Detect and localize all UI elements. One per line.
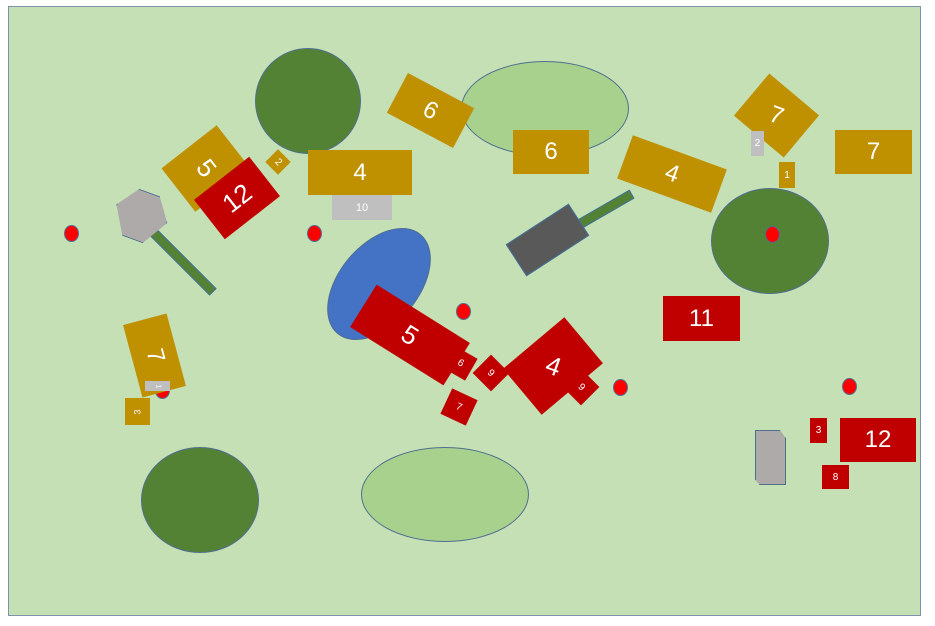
unit-label: 7 — [765, 100, 788, 130]
unit-label: 2 — [272, 156, 284, 168]
gold-unit[interactable]: 7 — [835, 130, 912, 174]
unit-label: 6 — [418, 94, 443, 126]
marker-dot — [64, 225, 79, 242]
neutral-unit[interactable]: 2 — [751, 131, 764, 156]
marker-dot — [456, 303, 471, 320]
unit-label: 8 — [832, 471, 839, 483]
unit-label: 9 — [575, 381, 587, 393]
unit-label: 12 — [864, 426, 892, 453]
tree-circle — [255, 48, 361, 154]
unit-label: 10 — [355, 201, 369, 214]
unit-label: 5 — [396, 318, 425, 352]
unit-label: 9 — [485, 367, 497, 379]
unit-label: 7 — [866, 138, 881, 165]
unit-label: 1 — [154, 384, 161, 388]
red-unit[interactable]: 8 — [822, 465, 849, 489]
unit-label: 7 — [454, 400, 464, 414]
unit-label: 4 — [541, 348, 566, 383]
unit-label: 6 — [544, 138, 558, 165]
grey-block-prop — [755, 430, 786, 485]
unit-label: 7 — [140, 345, 170, 366]
unit-label: 5 — [190, 153, 223, 184]
neutral-unit[interactable]: 1 — [145, 381, 170, 391]
unit-label: 1 — [784, 169, 790, 181]
unit-label: 11 — [689, 304, 714, 332]
unit-label: 3 — [815, 425, 822, 436]
red-unit[interactable]: 12 — [840, 418, 916, 462]
unit-label: 3 — [132, 408, 143, 415]
unit-label: 4 — [353, 158, 367, 186]
unit-label: 4 — [661, 158, 684, 189]
gold-unit[interactable]: 4 — [308, 150, 412, 195]
gold-unit[interactable]: 1 — [779, 162, 795, 188]
unit-label: 12 — [216, 176, 258, 219]
marker-dot — [765, 226, 780, 243]
unit-label: 2 — [754, 138, 761, 149]
marker-dot — [307, 225, 322, 242]
gold-unit[interactable]: 3 — [125, 398, 150, 425]
neutral-unit[interactable]: 10 — [332, 195, 392, 220]
clearing-ellipse — [361, 447, 529, 542]
tree-circle — [141, 447, 259, 553]
unit-label: 6 — [455, 357, 466, 370]
red-unit[interactable]: 3 — [810, 418, 827, 443]
marker-dot — [842, 378, 857, 395]
marker-dot — [613, 379, 628, 396]
red-unit[interactable]: 11 — [663, 296, 740, 341]
gold-unit[interactable]: 6 — [513, 130, 589, 174]
